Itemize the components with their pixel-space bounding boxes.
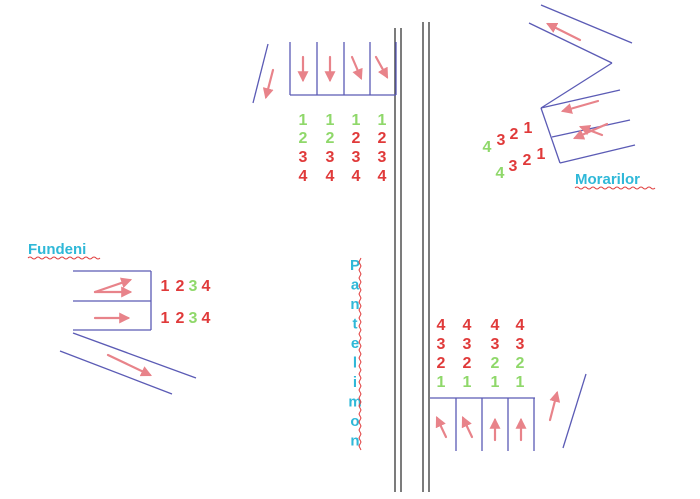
north-phase-number: 2 bbox=[299, 130, 308, 147]
west-lane-boxes bbox=[59, 270, 197, 395]
west-phase-number: 4 bbox=[202, 310, 211, 327]
north-arrow-left bbox=[262, 68, 275, 100]
east-phase-number: 3 bbox=[497, 132, 506, 149]
south-arrow-2 bbox=[461, 416, 474, 439]
west-road-edge-1 bbox=[72, 332, 197, 379]
east-road-edge-1 bbox=[540, 4, 633, 44]
east-phase-number: 2 bbox=[523, 152, 532, 169]
west-phase-number: 2 bbox=[176, 278, 185, 295]
west-arrow-exit bbox=[106, 353, 152, 377]
pantelimon-letter: n bbox=[350, 296, 359, 313]
street-label-morarilor: Morarilor bbox=[575, 171, 640, 188]
north-phase-number: 1 bbox=[352, 112, 361, 129]
south-phase-number: 2 bbox=[491, 355, 500, 372]
east-phase-number: 1 bbox=[524, 120, 533, 137]
north-road-edge bbox=[252, 43, 269, 104]
west-phase-number: 3 bbox=[189, 278, 198, 295]
pantelimon-letter: n bbox=[350, 433, 359, 450]
east-phase-number: 3 bbox=[509, 158, 518, 175]
north-phase-number: 3 bbox=[299, 149, 308, 166]
pantelimon-letter: e bbox=[351, 335, 359, 352]
west-phase-number: 4 bbox=[202, 278, 211, 295]
west-arrow-1a bbox=[93, 277, 133, 294]
south-arrow-1 bbox=[435, 416, 448, 439]
north-phase-number: 4 bbox=[352, 168, 361, 185]
north-lane-arrows bbox=[262, 55, 389, 100]
east-phase-number: 4 bbox=[496, 165, 505, 182]
south-road-edge bbox=[562, 373, 587, 449]
east-arrow-1 bbox=[560, 99, 600, 114]
north-phase-number: 4 bbox=[299, 168, 308, 185]
south-phase-number: 1 bbox=[516, 374, 525, 391]
south-phase-number: 2 bbox=[437, 355, 446, 372]
north-phase-number: 1 bbox=[299, 112, 308, 129]
east-road-edge-2 bbox=[528, 22, 613, 64]
north-phase-number: 1 bbox=[326, 112, 335, 129]
east-phase-number: 1 bbox=[537, 146, 546, 163]
north-arrow-4 bbox=[374, 55, 389, 79]
pantelimon-letter: l bbox=[353, 355, 357, 372]
north-phase-number: 2 bbox=[326, 130, 335, 147]
east-lane-arrows bbox=[546, 22, 609, 140]
pantelimon-letter: o bbox=[350, 413, 359, 430]
pantelimon-letter: P bbox=[350, 257, 360, 274]
street-label-fundeni: Fundeni bbox=[28, 241, 86, 258]
west-phase-number: 1 bbox=[161, 310, 170, 327]
west-phase-number: 2 bbox=[176, 310, 185, 327]
pantelimon-letter: t bbox=[353, 316, 358, 333]
north-lane-boxes bbox=[252, 42, 397, 104]
west-phase-number: 3 bbox=[189, 310, 198, 327]
south-phase-number: 4 bbox=[516, 317, 525, 334]
east-arrow-2b bbox=[578, 124, 604, 137]
south-phase-number: 3 bbox=[516, 336, 525, 353]
south-phase-number: 1 bbox=[491, 374, 500, 391]
squiggle-fundeni bbox=[27, 256, 101, 260]
south-phase-number: 4 bbox=[491, 317, 500, 334]
west-road-edge-2 bbox=[59, 350, 173, 395]
main-road-lines bbox=[394, 22, 430, 492]
north-phase-number: 3 bbox=[378, 149, 387, 166]
west-phase-number: 1 bbox=[161, 278, 170, 295]
south-phase-number: 3 bbox=[463, 336, 472, 353]
west-lane-arrows bbox=[93, 277, 152, 377]
south-phase-number: 3 bbox=[491, 336, 500, 353]
east-lane-boxes bbox=[528, 4, 636, 164]
south-phase-number: 4 bbox=[437, 317, 446, 334]
south-lane-boxes bbox=[430, 373, 587, 451]
north-phase-number: 3 bbox=[352, 149, 361, 166]
north-phase-number: 4 bbox=[378, 168, 387, 185]
north-phase-number: 2 bbox=[378, 130, 387, 147]
east-phase-number: 2 bbox=[510, 126, 519, 143]
south-phase-number: 3 bbox=[437, 336, 446, 353]
east-phase-number: 4 bbox=[483, 139, 492, 156]
south-phase-number: 2 bbox=[516, 355, 525, 372]
south-phase-number: 1 bbox=[463, 374, 472, 391]
south-lane-arrows bbox=[435, 390, 561, 442]
south-arrow-right bbox=[548, 390, 561, 422]
north-phase-number: 2 bbox=[352, 130, 361, 147]
squiggle-pantelimon bbox=[358, 257, 362, 451]
north-phase-number: 3 bbox=[326, 149, 335, 166]
south-phase-number: 2 bbox=[463, 355, 472, 372]
pantelimon-letter: a bbox=[351, 277, 360, 294]
south-phase-number: 1 bbox=[437, 374, 446, 391]
north-phase-number: 1 bbox=[378, 112, 387, 129]
north-arrow-3 bbox=[350, 55, 363, 81]
pantelimon-letter: m bbox=[348, 394, 361, 411]
pantelimon-letter: i bbox=[353, 374, 357, 391]
south-phase-number: 4 bbox=[463, 317, 472, 334]
north-phase-number: 4 bbox=[326, 168, 335, 185]
squiggle-morarilor bbox=[574, 186, 656, 190]
east-arrow-exit bbox=[546, 22, 582, 42]
